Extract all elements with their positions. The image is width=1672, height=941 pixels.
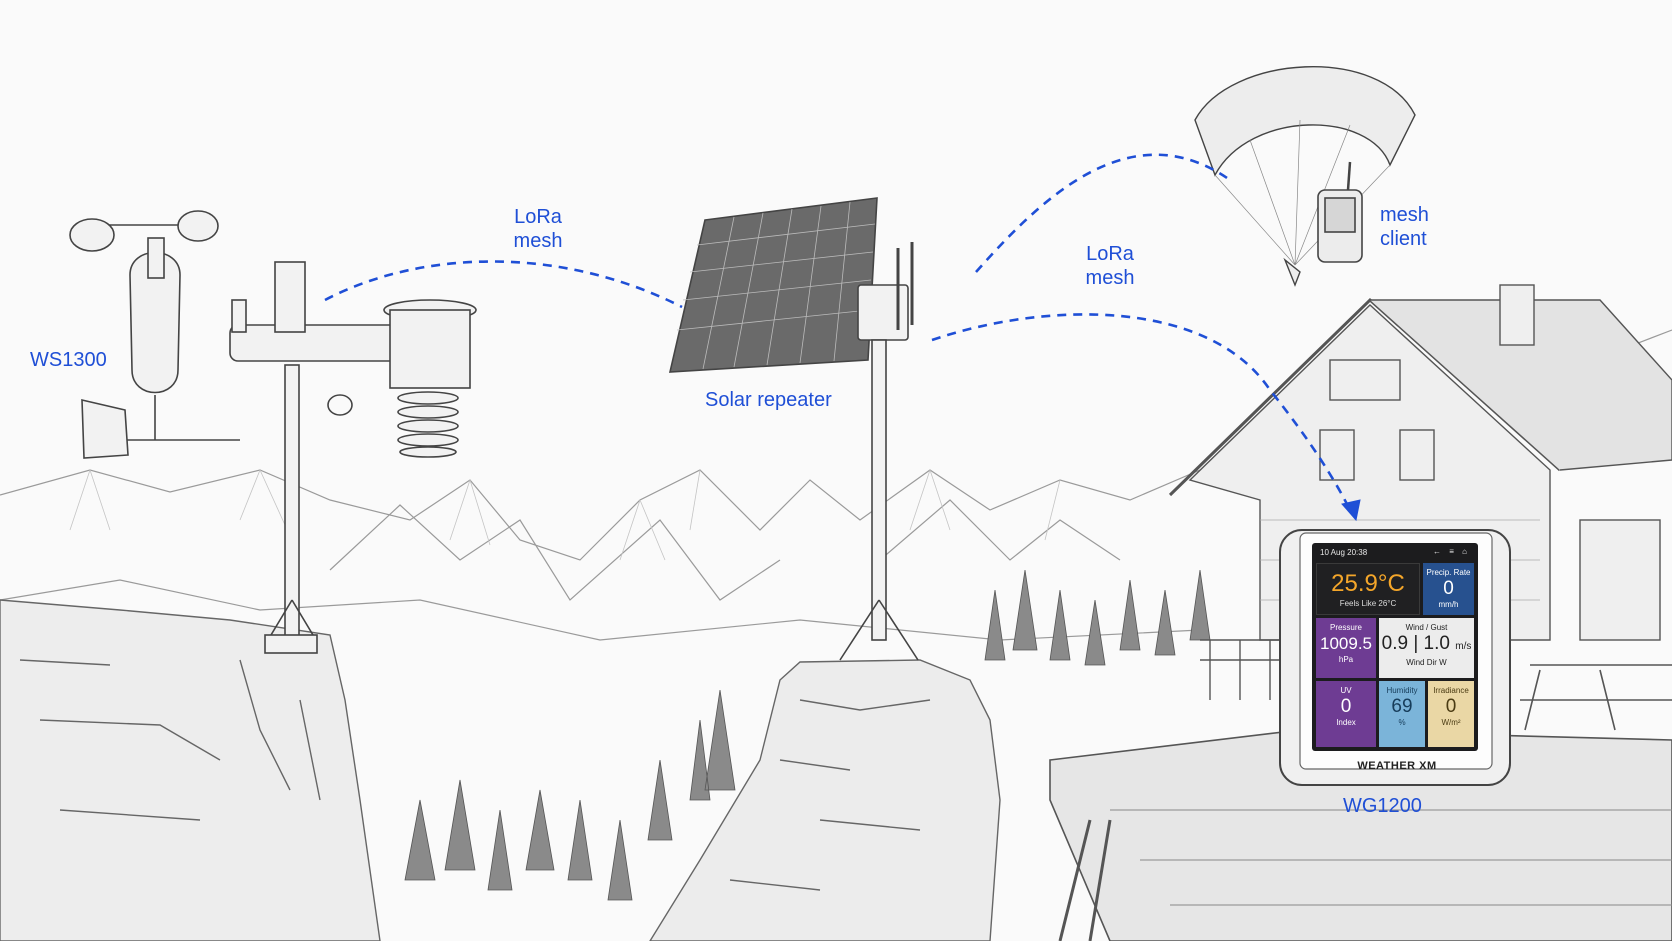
center-rock [649,659,1001,941]
status-icons: ← ≡ ⌂ [1433,547,1470,556]
humidity-value: 69 [1391,696,1413,717]
ws1300-station [69,210,477,654]
brand-logo: WEATHER XM [1357,760,1437,772]
paraglider [1194,66,1416,287]
label-solar-repeater: Solar repeater [705,389,832,411]
precip-value: 0 [1443,578,1454,599]
pressure-tile: Pressure 1009.5 hPa [1316,618,1376,678]
irradiance-tile: Irradiance 0 W/m² [1428,681,1474,747]
irradiance-title: Irradiance [1433,686,1469,695]
label-wg1200: WG1200 [1343,795,1422,817]
arrow-head [1341,499,1361,522]
label-lora-mesh-1: LoRa mesh [508,205,568,253]
link-repeater-to-paraglider [975,153,1231,273]
precip-tile: Precip. Rate 0 mm/h [1423,563,1474,615]
uv-value: 0 [1340,696,1352,717]
precip-unit: mm/h [1438,600,1459,609]
uv-title: UV [1340,686,1352,695]
wind-title: Wind / Gust [1405,623,1448,632]
mountain-shading [69,469,1061,561]
solar-repeater [668,197,919,661]
humidity-title: Humidity [1386,686,1418,695]
temperature-value: 25.9°C [1331,570,1405,597]
wind-unit: m/s [1455,641,1472,652]
precip-title: Precip. Rate [1426,568,1471,577]
label-lora-mesh-2-line1: LoRa [1086,243,1134,265]
label-lora-mesh-2: LoRa mesh [1080,242,1140,290]
status-datetime: 10 Aug 20:38 [1320,548,1368,557]
label-lora-mesh-1-line2: mesh [513,230,563,252]
pressure-value: 1009.5 [1320,634,1372,653]
temperature-tile: 25.9°C Feels Like 26°C [1316,563,1420,615]
label-mesh-client-line1: mesh [1380,204,1429,226]
status-bar: 10 Aug 20:38 ← ≡ ⌂ [1312,543,1478,561]
pine-trees [404,569,1211,901]
feels-like: Feels Like 26°C [1339,599,1397,608]
handheld-client-device [1317,161,1363,263]
label-lora-mesh-2-line2: mesh [1085,267,1135,289]
wind-tile: Wind / Gust 0.9 | 1.0 m/s Wind Dir W [1379,618,1474,678]
left-cliff [0,599,381,941]
uv-tile: UV 0 Index [1316,681,1376,747]
gateway-screen: 10 Aug 20:38 ← ≡ ⌂ 25.9°C Feels Like 26°… [1312,543,1478,751]
humidity-unit: % [1398,718,1406,727]
label-mesh-client-line2: client [1380,228,1427,250]
label-lora-mesh-1-line1: LoRa [514,206,562,228]
uv-unit: Index [1336,718,1356,727]
humidity-tile: Humidity 69 % [1379,681,1425,747]
irradiance-unit: W/m² [1441,718,1461,727]
lora-mesh-links [324,153,1352,511]
radiation-shield [397,391,459,458]
pressure-unit: hPa [1338,655,1354,664]
irradiance-value: 0 [1445,696,1457,717]
pressure-title: Pressure [1329,623,1362,632]
picnic-table [1520,664,1672,731]
label-mesh-client: mesh client [1380,203,1429,251]
link-ws1300-to-repeater [324,260,683,309]
label-ws1300: WS1300 [30,349,107,371]
wind-direction: Wind Dir W [1406,658,1447,667]
wind-value: 0.9 | 1.0 [1381,633,1450,654]
link-repeater-to-gateway [931,313,1352,511]
